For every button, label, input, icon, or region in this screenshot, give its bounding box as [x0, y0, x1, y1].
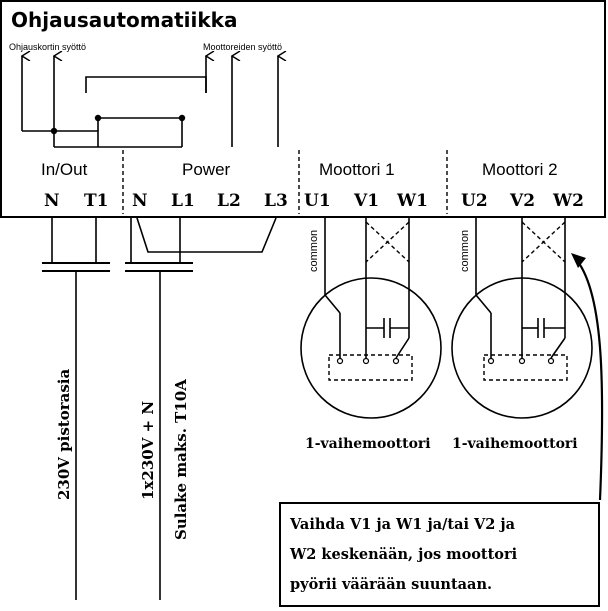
group-label-motor1: Moottori 1 — [319, 160, 395, 179]
terminal-label: N — [44, 191, 60, 211]
note-line-1: Vaihda V1 ja W1 ja/tai V2 ja — [289, 516, 516, 533]
motor-supply-label: Moottoreiden syöttö — [203, 42, 282, 52]
fuse-label: Sulake maks. T10A — [172, 379, 190, 540]
terminal-label: V2 — [509, 191, 535, 211]
terminal-label: L2 — [217, 191, 241, 211]
motor-1-label: 1-vaihemoottori — [305, 436, 431, 452]
terminal-row: N T1 N L1 L2 L3 U1 V1 W1 U2 V2 W2 — [44, 191, 584, 211]
terminal-label: U2 — [461, 191, 488, 211]
terminal-label: L3 — [264, 191, 288, 211]
motor-1: common — [300, 218, 442, 419]
socket-cable-label: 230V pistorasia — [55, 368, 73, 500]
diagram-title: Ohjausautomatiikka — [11, 8, 237, 32]
control-unit-box — [0, 0, 606, 218]
motor-1-common-label: common — [308, 230, 320, 272]
power-supply-cable — [125, 217, 277, 600]
note-box — [279, 502, 600, 607]
motor-2-label: 1-vaihemoottori — [452, 436, 578, 452]
terminal-label: V1 — [353, 191, 379, 211]
terminal-label: U1 — [304, 191, 331, 211]
motor-2: common — [451, 218, 593, 419]
socket-cable — [42, 218, 110, 600]
note-line-2: W2 keskenään, jos moottori — [289, 546, 518, 563]
internal-wiring — [22, 56, 278, 148]
callout-arrow — [571, 253, 604, 501]
terminal-label: T1 — [84, 191, 108, 211]
terminal-label: L1 — [171, 191, 195, 211]
group-label-power: Power — [182, 160, 231, 179]
control-supply-label: Ohjauskortin syöttö — [9, 42, 86, 52]
note-line-3: pyörii väärään suuntaan. — [290, 576, 492, 593]
motor-2-common-label: common — [459, 230, 471, 272]
terminal-label: N — [132, 191, 148, 211]
group-label-motor2: Moottori 2 — [482, 160, 558, 179]
terminal-label: W1 — [396, 191, 428, 211]
power-supply-label: 1x230V + N — [139, 401, 157, 500]
group-label-inout: In/Out — [41, 160, 88, 179]
terminal-label: W2 — [552, 191, 584, 211]
